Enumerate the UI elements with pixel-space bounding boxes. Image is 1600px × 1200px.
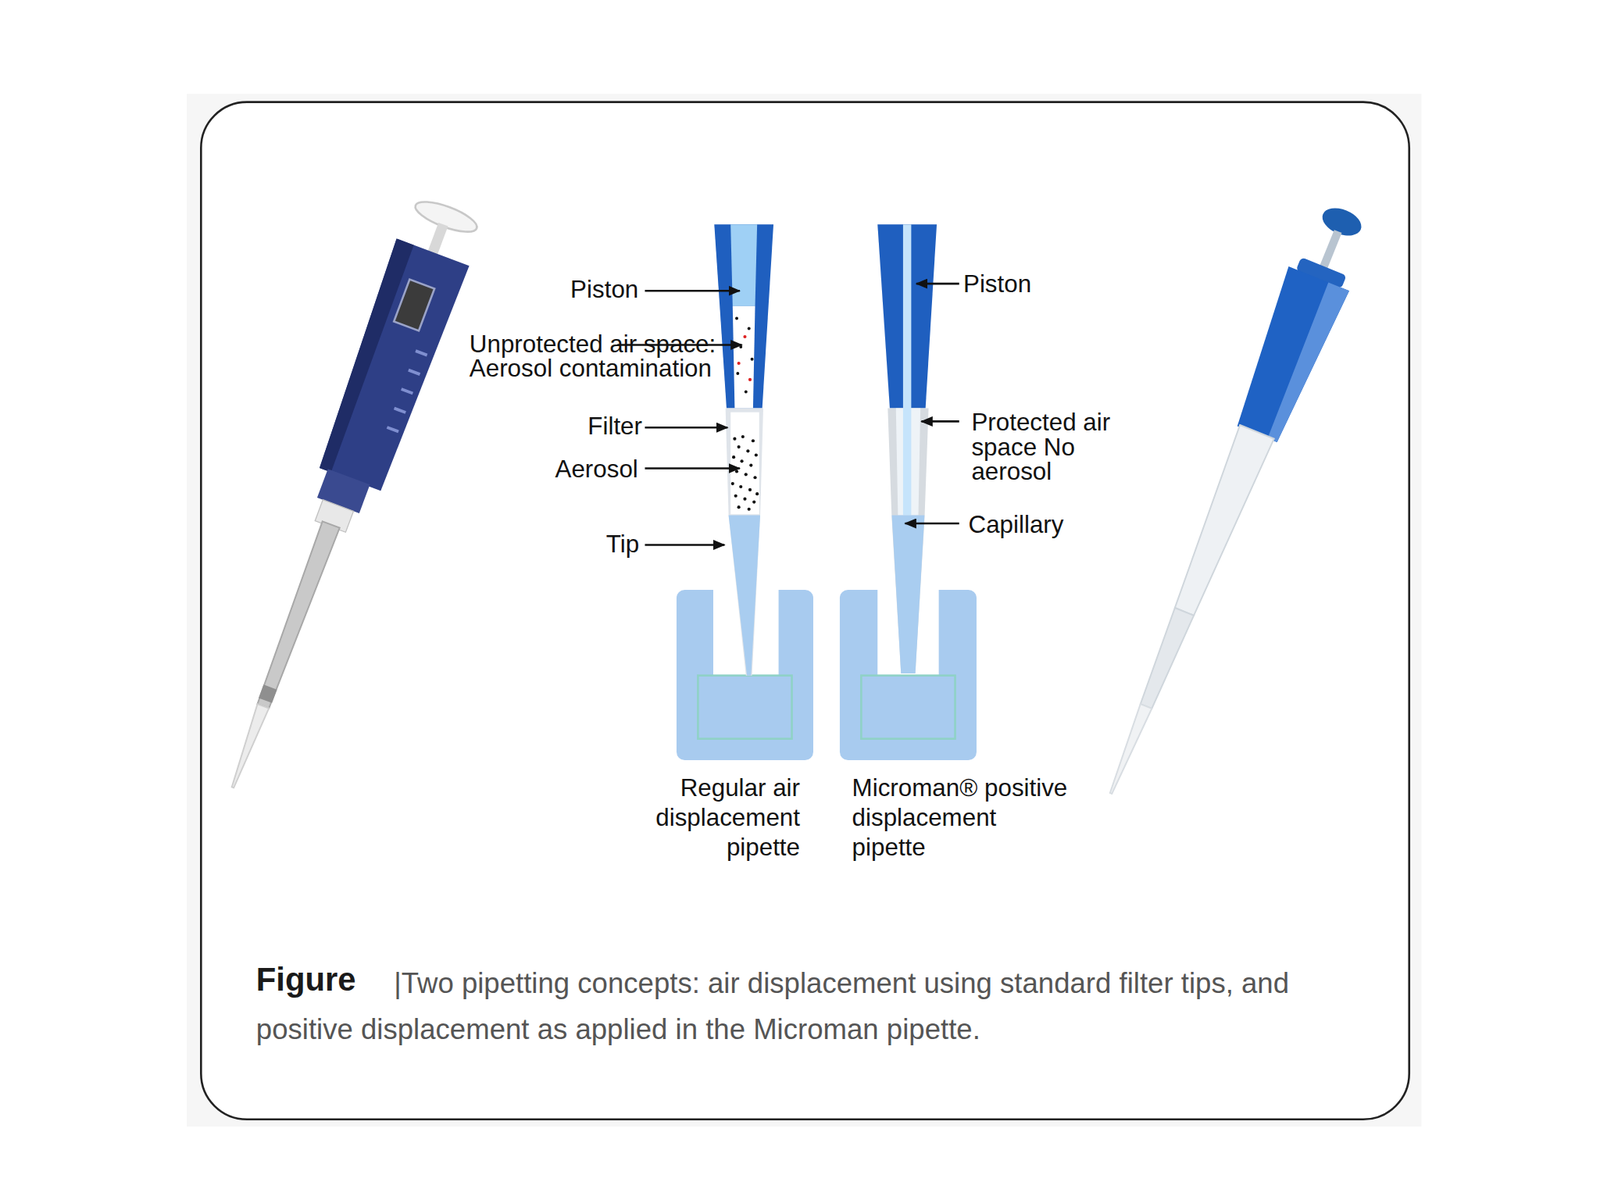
part-label: Piston bbox=[963, 271, 1032, 296]
plunger-button bbox=[411, 196, 480, 239]
capillary-liquid bbox=[892, 515, 925, 674]
part-label: Filter bbox=[587, 414, 643, 439]
body-stripe bbox=[407, 368, 421, 376]
body-highlight bbox=[1265, 282, 1350, 447]
positive-displacement-section bbox=[839, 224, 977, 761]
pipette-name: Microman® positive displacement pipette bbox=[852, 772, 1072, 862]
body-shade bbox=[311, 238, 416, 472]
pipette-tip bbox=[1105, 703, 1153, 796]
positive-pipette-illustration bbox=[1080, 198, 1377, 806]
leader-arrow bbox=[905, 522, 960, 525]
part-label: Protected air space No aerosol bbox=[971, 410, 1115, 484]
plunger-rod bbox=[1318, 229, 1342, 271]
aerosol-red-dots bbox=[737, 335, 753, 382]
pipette-shaft bbox=[254, 521, 340, 710]
part-label: Piston bbox=[570, 277, 639, 302]
pipette-cone bbox=[714, 224, 774, 408]
leader-arrow bbox=[921, 420, 959, 423]
figure-label: Figure bbox=[256, 959, 357, 1000]
leader-arrow bbox=[916, 282, 960, 286]
leader-arrows bbox=[617, 283, 960, 545]
piston bbox=[730, 224, 758, 306]
leader-arrow bbox=[644, 289, 740, 293]
air-pipette-illustration bbox=[196, 193, 486, 801]
leader-arrow bbox=[644, 426, 728, 429]
body-stripe bbox=[393, 407, 407, 415]
outer-backdrop bbox=[186, 93, 1422, 1127]
part-label: Aerosol bbox=[555, 457, 639, 482]
leader-arrow bbox=[644, 467, 740, 470]
filter bbox=[730, 412, 760, 515]
air-displacement-section bbox=[676, 224, 814, 761]
body-stripe bbox=[414, 349, 428, 357]
part-label: Tip bbox=[606, 531, 640, 556]
body-stripe bbox=[386, 425, 400, 433]
vessel-inner-outline bbox=[860, 675, 955, 740]
shaft-ring bbox=[258, 684, 278, 704]
pipette-tip bbox=[227, 703, 270, 790]
filter-tip bbox=[725, 407, 764, 675]
body-stripe bbox=[400, 387, 414, 395]
pipette-body bbox=[311, 238, 469, 493]
vessel-inner-outline bbox=[697, 675, 792, 740]
plunger-button bbox=[1317, 203, 1365, 242]
part-label: Unprotected air space: Aerosol contamina… bbox=[469, 331, 718, 381]
aerosol-dots bbox=[731, 317, 760, 511]
shaft-lower bbox=[1136, 607, 1194, 711]
piston bbox=[903, 224, 911, 515]
pipette-shaft bbox=[1167, 425, 1275, 619]
volume-window bbox=[393, 279, 435, 332]
part-label: Capillary bbox=[968, 512, 1065, 537]
pipette-name: Regular air displacement pipette bbox=[653, 772, 800, 862]
tip-liquid bbox=[728, 515, 761, 676]
pipette-body bbox=[1225, 266, 1350, 447]
figure-caption: |Two pipetting concepts: air displacemen… bbox=[256, 960, 1323, 1053]
figure-frame bbox=[200, 102, 1409, 1120]
unprotected-air-space bbox=[732, 306, 756, 409]
leader-arrow bbox=[644, 543, 725, 547]
